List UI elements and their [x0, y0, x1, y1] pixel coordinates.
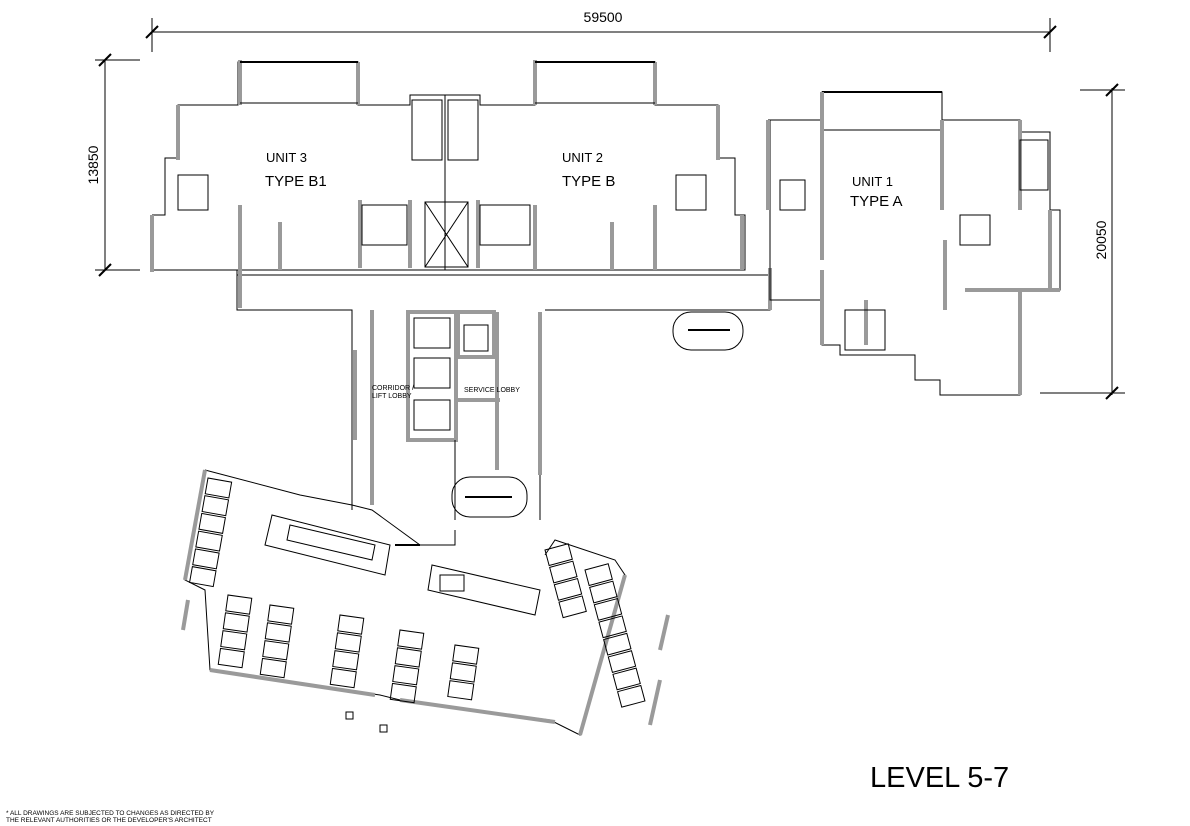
parking-stall	[267, 604, 295, 625]
parking-stall	[439, 574, 465, 592]
parking-stall	[553, 577, 583, 601]
corridor-label-1: CORRIDOR /	[372, 385, 414, 392]
staircase-2	[451, 476, 528, 518]
lift-car	[413, 399, 451, 431]
parking-stall	[558, 595, 587, 619]
dimension-top: 59500	[145, 9, 1057, 52]
parking-stall	[204, 477, 233, 499]
parking-stall	[334, 632, 362, 653]
unit-3-type: TYPE B1	[265, 173, 327, 190]
main-corridor	[236, 268, 772, 510]
parking-stall	[394, 647, 422, 668]
staircase-1	[672, 311, 744, 351]
unit-2-name: UNIT 2	[562, 150, 603, 165]
unit-3-plan: UNIT 3 TYPE B1	[150, 60, 446, 272]
parking-stall	[262, 640, 290, 661]
parking-stall	[584, 563, 613, 587]
parking-stall	[332, 650, 360, 671]
unit-1-plan: UNIT 1 TYPE A	[672, 91, 1061, 396]
corridor-label-2: LIFT LOBBY	[372, 393, 412, 400]
unit-1-type: TYPE A	[850, 193, 903, 210]
parking-stall	[392, 665, 420, 686]
parking-stall	[449, 662, 477, 683]
parking-stall	[589, 580, 618, 604]
lift-core: CORRIDOR / LIFT LOBBY SERVICE LOBBY	[372, 310, 542, 520]
lift-shaft	[424, 201, 469, 268]
lift-car	[413, 317, 451, 349]
dimension-left-label: 13850	[85, 145, 101, 184]
parking-stall	[389, 682, 417, 704]
parking-stall	[452, 644, 480, 665]
unit-1-name: UNIT 1	[852, 174, 893, 189]
level-title: LEVEL 5-7	[870, 762, 1010, 794]
parking-stall	[225, 594, 253, 615]
parking-stall	[189, 566, 217, 588]
dimension-right-label: 20050	[1093, 220, 1109, 259]
parking-stall	[259, 657, 287, 679]
parking-stall	[549, 560, 578, 584]
unit-3-name: UNIT 3	[266, 150, 307, 165]
parking-stall	[220, 630, 248, 651]
parking-stall	[544, 543, 573, 567]
parking-stalls	[189, 477, 646, 708]
parking-stall	[603, 632, 632, 656]
parking-stall	[222, 612, 250, 633]
parking-stall	[192, 548, 220, 570]
disclaimer: * ALL DRAWINGS ARE SUBJECTED TO CHANGES …	[6, 810, 214, 824]
parking-stall	[447, 680, 475, 701]
parking-stall	[607, 650, 637, 674]
service-lift-car	[463, 324, 489, 352]
parking-stall	[397, 629, 425, 650]
parking-stall	[598, 615, 627, 639]
parking-stall	[337, 614, 365, 635]
lift-car	[413, 357, 451, 389]
dimension-width-label: 59500	[584, 9, 623, 25]
service-lobby-label: SERVICE LOBBY	[464, 387, 520, 394]
parking-stall	[195, 530, 223, 552]
dimension-right: 20050	[1040, 83, 1125, 400]
disclaimer-line-2: THE RELEVANT AUTHORITIES OR THE DEVELOPE…	[6, 817, 212, 824]
parking-stall	[201, 495, 230, 517]
dimension-left: 13850	[85, 53, 140, 277]
parking-stall	[593, 597, 623, 621]
unit-2-type: TYPE B	[562, 173, 615, 190]
parking-stall	[217, 647, 245, 669]
unit-2-plan: UNIT 2 TYPE B	[424, 60, 746, 271]
parking-stall	[264, 622, 292, 643]
parking-stall	[329, 667, 357, 689]
car-park	[181, 469, 670, 736]
parking-stall	[616, 684, 646, 708]
parking-stall	[612, 667, 641, 691]
disclaimer-line-1: * ALL DRAWINGS ARE SUBJECTED TO CHANGES …	[6, 810, 215, 817]
parking-stall	[198, 512, 226, 534]
